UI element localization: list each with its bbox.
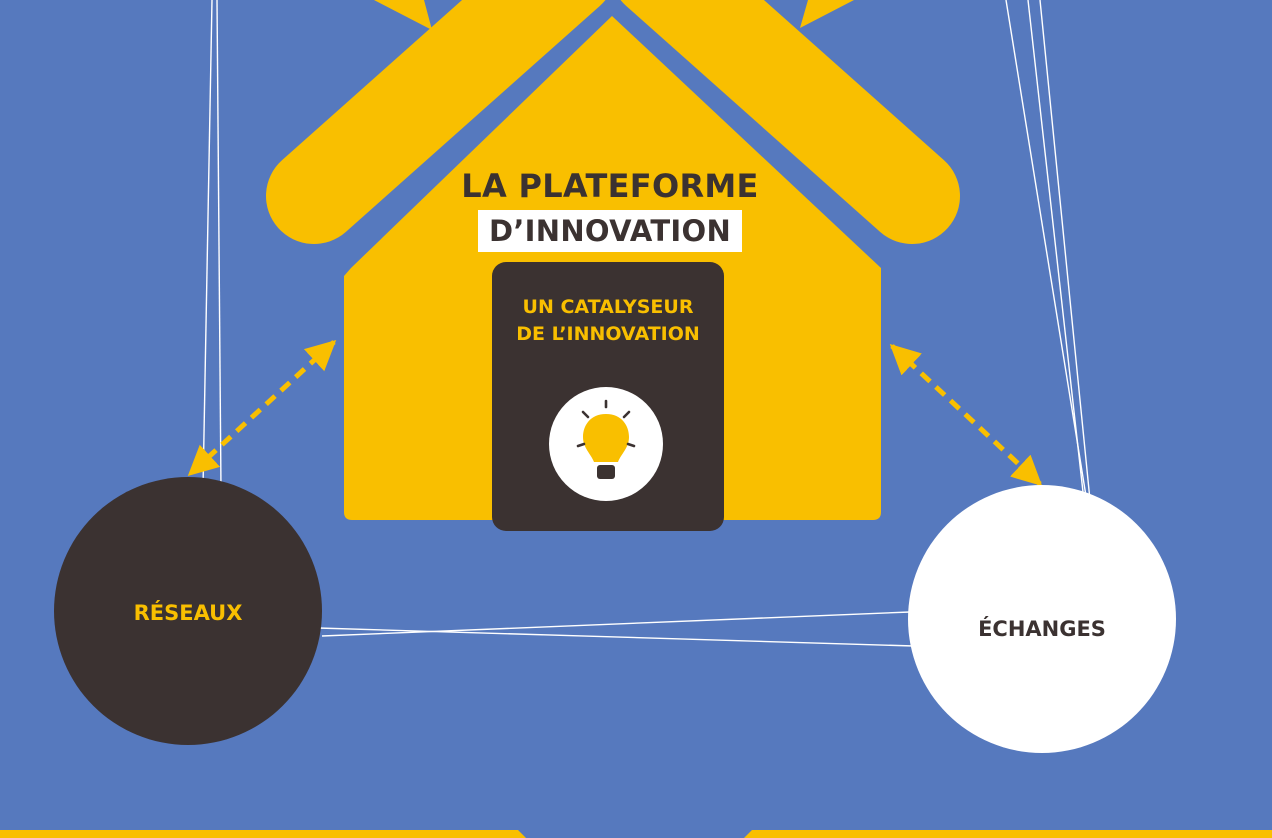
bottom-band-left [0,830,526,838]
reseaux-label: RÉSEAUX [133,601,243,625]
top-arrows [374,0,854,30]
catalyst-label-line1: UN CATALYSEUR [522,296,694,318]
catalyst-label: UN CATALYSEUR DE L’INNOVATION [492,294,724,348]
top-right-arrowhead [800,0,854,28]
left-double-arrow [187,339,337,477]
dashed-arrows [187,339,1043,487]
house-roof [266,0,960,244]
echanges-node [908,485,1176,753]
lightbulb-icon-base [597,465,615,479]
roof-right-bar [621,0,960,244]
thread-right-a [1005,0,1087,497]
thread-right-b [1027,0,1084,493]
thread-bottom-b [321,611,911,637]
platform-title-line1: LA PLATEFORME [461,167,759,205]
bottom-band-right [744,830,1272,838]
platform-title-line2: D’INNOVATION [478,210,742,252]
right-double-arrow [889,343,1043,487]
connector-threads [202,0,1091,647]
lightbulb-icon-rays [576,399,636,448]
lightbulb-icon [549,387,663,501]
reseaux-node [54,477,322,745]
bottom-band [0,830,1272,838]
thread-bottom-a [317,627,915,647]
lightbulb-icon-bulb [583,414,629,462]
catalyst-label-line2: DE L’INNOVATION [516,323,700,345]
roof-left-bar [266,0,605,244]
echanges-label: ÉCHANGES [978,617,1106,641]
top-left-arrowhead [374,0,432,30]
thread-right-c [1039,0,1091,501]
